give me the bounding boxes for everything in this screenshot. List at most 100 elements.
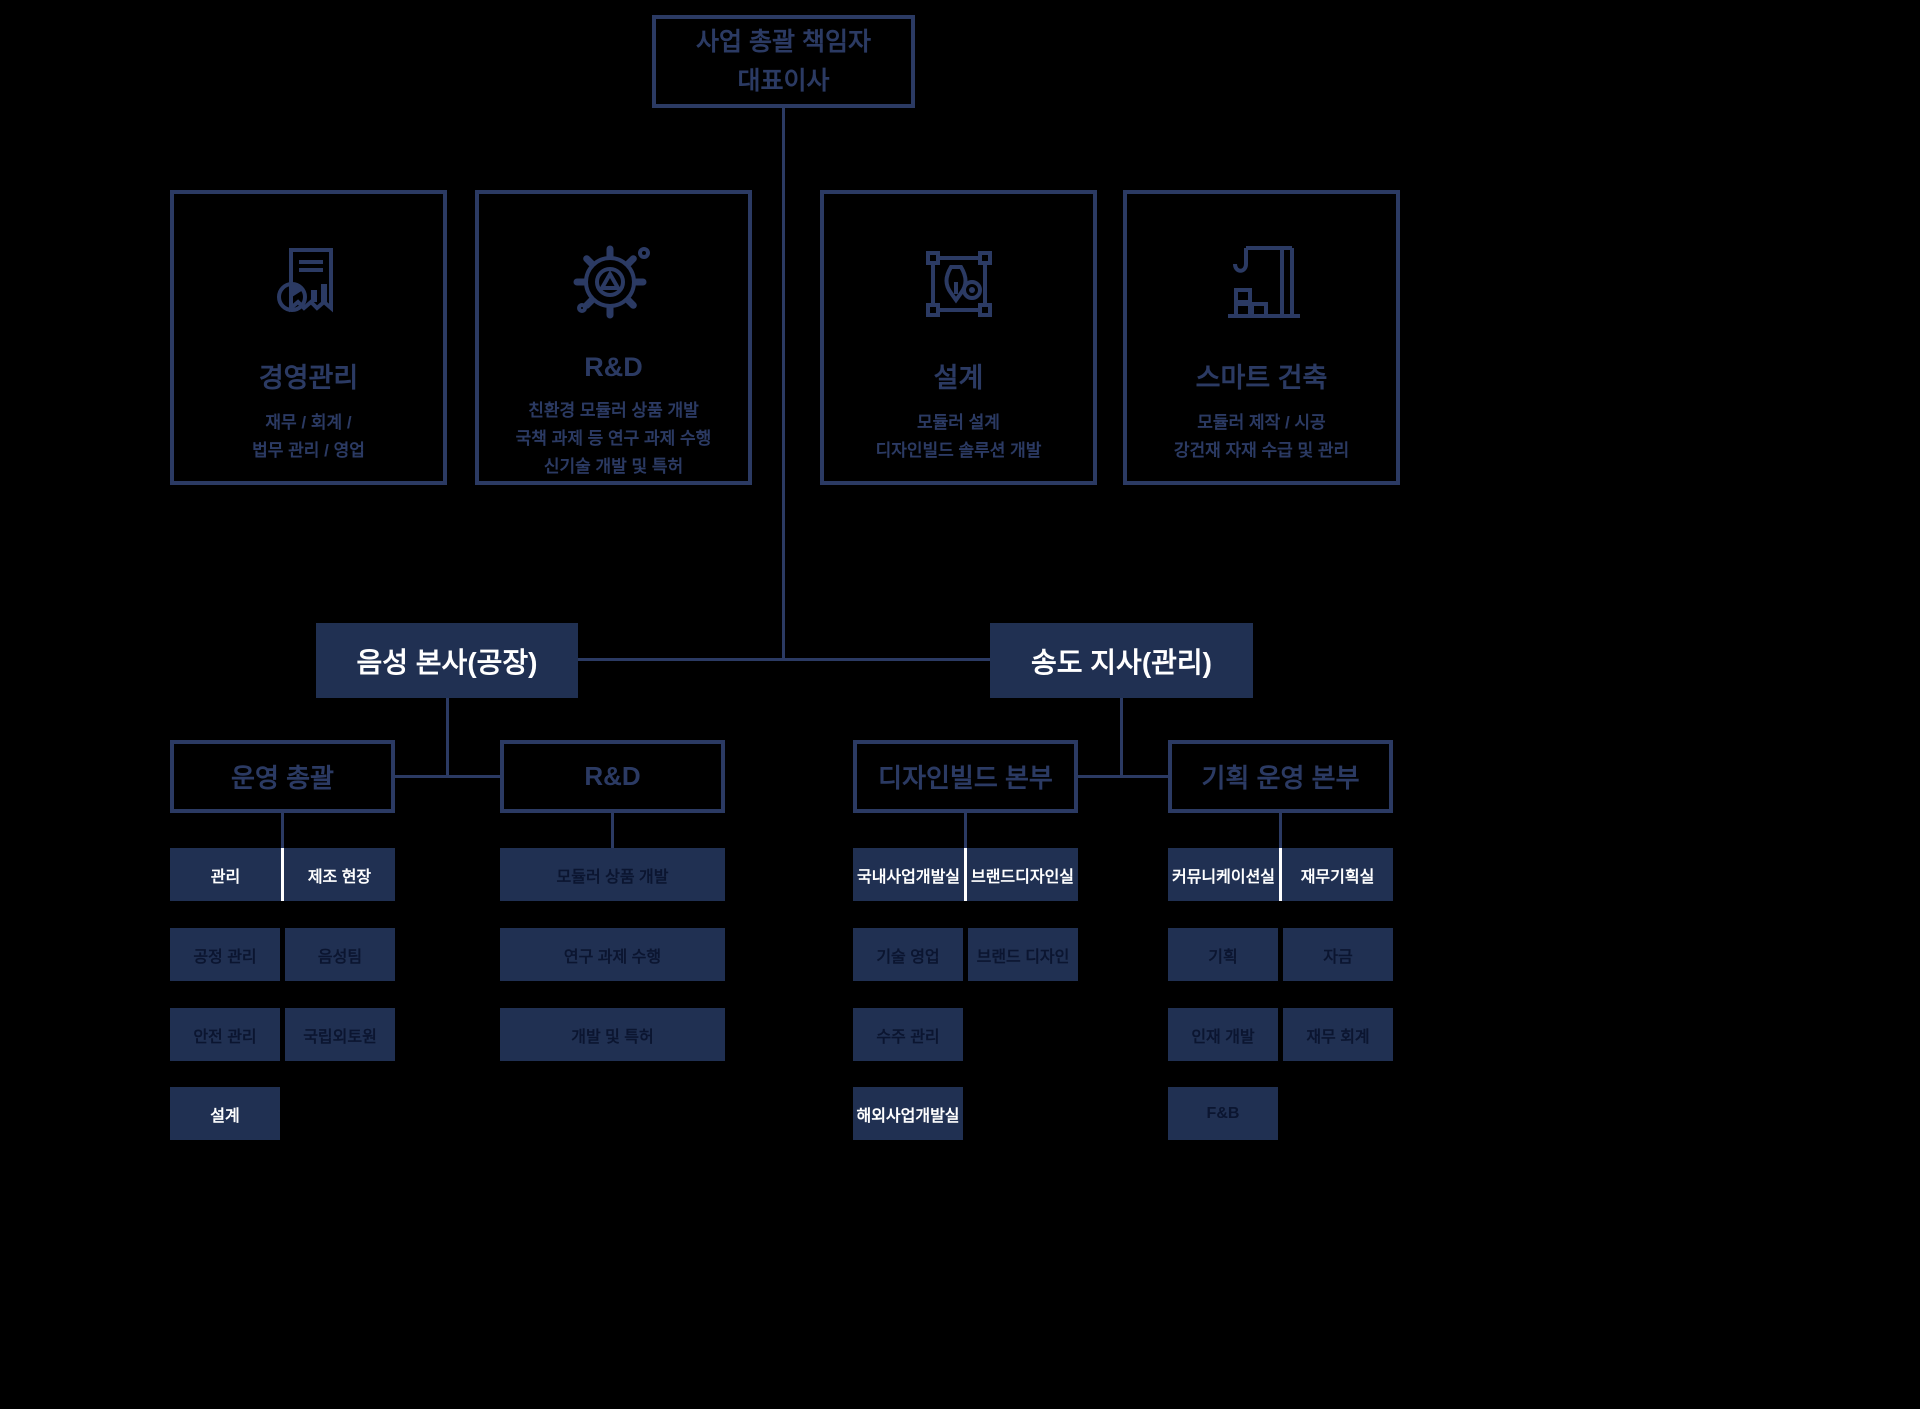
dept-icon-wrap xyxy=(909,228,1009,340)
team-cell: 개발 및 특허 xyxy=(500,1008,725,1061)
team-cell: 연구 과제 수행 xyxy=(500,928,725,981)
team-cell-label: F&B xyxy=(1206,1104,1240,1122)
dept-rnd-box: R&D 친환경 모듈러 상품 개발 국책 과제 등 연구 과제 수행 신기술 개… xyxy=(475,190,752,485)
team-cell-label: 브랜드 디자인 xyxy=(976,948,1070,966)
dept-desc-line: 법무 관리 / 영업 xyxy=(252,441,365,461)
connector-eumseong-stem xyxy=(446,698,449,777)
dept-desc: 재무 / 회계 / 법무 관리 / 영업 xyxy=(252,409,365,465)
dept-icon-wrap xyxy=(1212,228,1312,340)
dept-management-box: 경영관리 재무 / 회계 / 법무 관리 / 영업 xyxy=(170,190,447,485)
team-cell-label: 연구 과제 수행 xyxy=(563,948,662,966)
team-cell: 재무기획실 xyxy=(1300,868,1375,886)
dept-title: R&D xyxy=(584,351,643,382)
team-cell: 안전 관리 xyxy=(170,1008,280,1061)
site-label: 음성 본사(공장) xyxy=(356,646,538,678)
designbuild-row1: 국내사업개발실 브랜드디자인실 xyxy=(853,848,1078,901)
dept-title: 경영관리 xyxy=(258,363,359,393)
team-cell-label: 설계 xyxy=(210,1107,240,1125)
cell-divider xyxy=(964,848,967,901)
team-cell-label: 기술 영업 xyxy=(876,948,940,966)
division-designbuild-header: 디자인빌드 본부 xyxy=(853,740,1078,813)
division-planning-header: 기획 운영 본부 xyxy=(1168,740,1393,813)
team-cell-label: 자금 xyxy=(1323,948,1353,966)
team-cell: 음성팀 xyxy=(285,928,395,981)
dept-title: 스마트 건축 xyxy=(1195,363,1328,393)
team-cell: 제조 현장 xyxy=(307,868,372,886)
ceo-box: 사업 총괄 책임자 대표이사 xyxy=(652,15,915,108)
team-cell: 재무 회계 xyxy=(1283,1008,1393,1061)
rnd-gear-icon xyxy=(573,245,650,319)
dept-design-box: 설계 모듈러 설계 디자인빌드 솔루션 개발 xyxy=(820,190,1097,485)
dept-desc-line: 국책 과제 등 연구 과제 수행 xyxy=(515,428,712,448)
dept-desc-line: 친환경 모듈러 상품 개발 xyxy=(528,400,699,420)
ceo-title-line1: 사업 총괄 책임자 xyxy=(696,27,871,56)
site-eumseong-hq: 음성 본사(공장) xyxy=(316,623,578,698)
cell-divider xyxy=(281,848,284,901)
ceo-title-line2: 대표이사 xyxy=(737,66,830,95)
dept-desc: 친환경 모듈러 상품 개발 국책 과제 등 연구 과제 수행 신기술 개발 및 … xyxy=(516,397,712,481)
division-title: 디자인빌드 본부 xyxy=(878,763,1053,793)
connector-songdo-stem xyxy=(1120,698,1123,777)
construction-crane-icon xyxy=(1227,246,1300,318)
team-cell: 기술 영업 xyxy=(853,928,963,981)
team-cell: 국내사업개발실 xyxy=(856,868,961,886)
team-cell: 국립외토원 xyxy=(285,1008,395,1061)
team-cell: 브랜드 디자인 xyxy=(968,928,1078,981)
dept-desc-line: 디자인빌드 솔루션 개발 xyxy=(875,441,1042,461)
team-cell-label: 음성팀 xyxy=(317,948,363,966)
team-cell-label: 안전 관리 xyxy=(193,1028,257,1046)
division-operations-header: 운영 총괄 xyxy=(170,740,395,813)
team-cell-label: 수주 관리 xyxy=(876,1028,940,1046)
team-cell: F&B xyxy=(1168,1087,1278,1140)
team-cell: 관리 xyxy=(210,868,241,886)
dept-desc: 모듈러 제작 / 시공 강건재 자재 수급 및 관리 xyxy=(1174,409,1349,465)
team-cell: 커뮤니케이션실 xyxy=(1171,868,1276,886)
team-cell-label: 해외사업개발실 xyxy=(856,1107,960,1125)
team-cell-label: 기획 xyxy=(1208,948,1238,966)
dept-desc-line: 강건재 자재 수급 및 관리 xyxy=(1173,441,1350,461)
division-title: R&D xyxy=(584,761,641,791)
team-cell: 공정 관리 xyxy=(170,928,280,981)
division-rnd-header: R&D xyxy=(500,740,725,813)
blueprint-design-icon xyxy=(925,251,992,317)
team-cell-label: 재무 회계 xyxy=(1306,1028,1370,1046)
dept-desc-line: 신기술 개발 및 특허 xyxy=(543,456,684,476)
division-title: 기획 운영 본부 xyxy=(1201,763,1360,793)
team-cell: 설계 xyxy=(170,1087,280,1140)
team-cell-label: 국립외토원 xyxy=(303,1028,377,1046)
connector-ceo-trunk xyxy=(782,108,785,661)
site-label: 송도 지사(관리) xyxy=(1031,646,1212,678)
planning-row1: 커뮤니케이션실 재무기획실 xyxy=(1168,848,1393,901)
cell-divider xyxy=(1279,848,1282,901)
team-cell: 브랜드디자인실 xyxy=(970,868,1075,886)
connector-eumseong-branch xyxy=(395,775,500,778)
team-cell: 인재 개발 xyxy=(1168,1008,1278,1061)
dept-desc-line: 모듈러 설계 xyxy=(917,413,1000,432)
team-cell: 자금 xyxy=(1283,928,1393,981)
team-cell: 기획 xyxy=(1168,928,1278,981)
connector-rnd-stem xyxy=(611,813,614,848)
dept-title: 설계 xyxy=(933,363,984,393)
team-cell-label: 개발 및 특허 xyxy=(571,1028,654,1046)
dept-icon-wrap xyxy=(564,228,664,336)
connector-operations-stem xyxy=(281,813,284,848)
dept-desc: 모듈러 설계 디자인빌드 솔루션 개발 xyxy=(876,409,1042,465)
dept-desc-line: 재무 / 회계 / xyxy=(265,413,352,432)
connector-songdo-branch xyxy=(1078,775,1168,778)
division-title: 운영 총괄 xyxy=(231,763,334,793)
dept-desc-line: 모듈러 제작 / 시공 xyxy=(1197,413,1326,432)
operations-row1: 관리 제조 현장 xyxy=(170,848,395,901)
connector-designbuild-stem xyxy=(964,813,967,848)
dept-icon-wrap xyxy=(259,228,359,340)
connector-sites-horizontal xyxy=(578,658,990,661)
connector-planning-stem xyxy=(1279,813,1282,848)
team-cell-label: 공정 관리 xyxy=(193,948,257,966)
site-songdo-branch: 송도 지사(관리) xyxy=(990,623,1253,698)
team-cell: 수주 관리 xyxy=(853,1008,963,1061)
report-chart-icon xyxy=(276,248,333,313)
team-cell: 모듈러 상품 개발 xyxy=(500,848,725,901)
dept-smart-construction-box: 스마트 건축 모듈러 제작 / 시공 강건재 자재 수급 및 관리 xyxy=(1123,190,1400,485)
team-cell-label: 인재 개발 xyxy=(1191,1028,1255,1046)
team-cell: 해외사업개발실 xyxy=(853,1087,963,1140)
